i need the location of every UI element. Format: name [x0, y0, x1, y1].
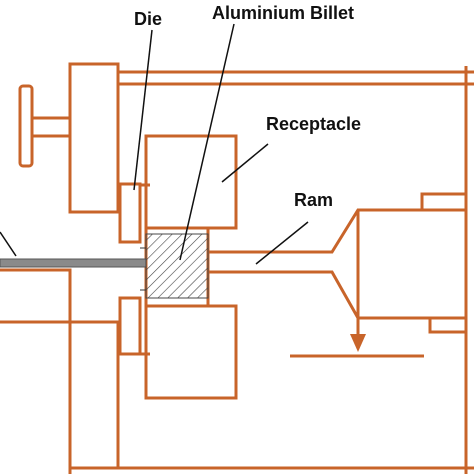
ram-bracket-lower — [428, 316, 468, 334]
left-platen-upper — [68, 62, 120, 214]
left-platen-lower — [68, 320, 120, 470]
receptacle-lower — [144, 304, 238, 400]
force-arrow-head — [350, 334, 366, 352]
ram-body — [208, 208, 466, 320]
receptacle-label: Receptacle — [266, 114, 361, 134]
die-leader — [133, 29, 153, 191]
handwheel-shaft — [30, 116, 72, 138]
die-label: Die — [134, 9, 162, 29]
ram-leader — [255, 221, 309, 265]
aluminium-billet-label: Aluminium Billet — [212, 3, 354, 23]
aluminium-billet — [145, 233, 209, 299]
ram-label: Ram — [294, 190, 333, 210]
ram-bracket-upper — [420, 192, 468, 212]
billet-leader — [179, 23, 235, 261]
extruded-profile — [0, 258, 147, 268]
extrudate-leader — [0, 231, 17, 257]
leader-lines — [0, 23, 309, 265]
receptacle-leader — [221, 143, 269, 183]
die-upper — [118, 182, 142, 244]
press-frame — [0, 62, 474, 474]
die-lower — [118, 296, 142, 356]
left-support — [0, 268, 118, 474]
handwheel-disc — [18, 84, 34, 168]
